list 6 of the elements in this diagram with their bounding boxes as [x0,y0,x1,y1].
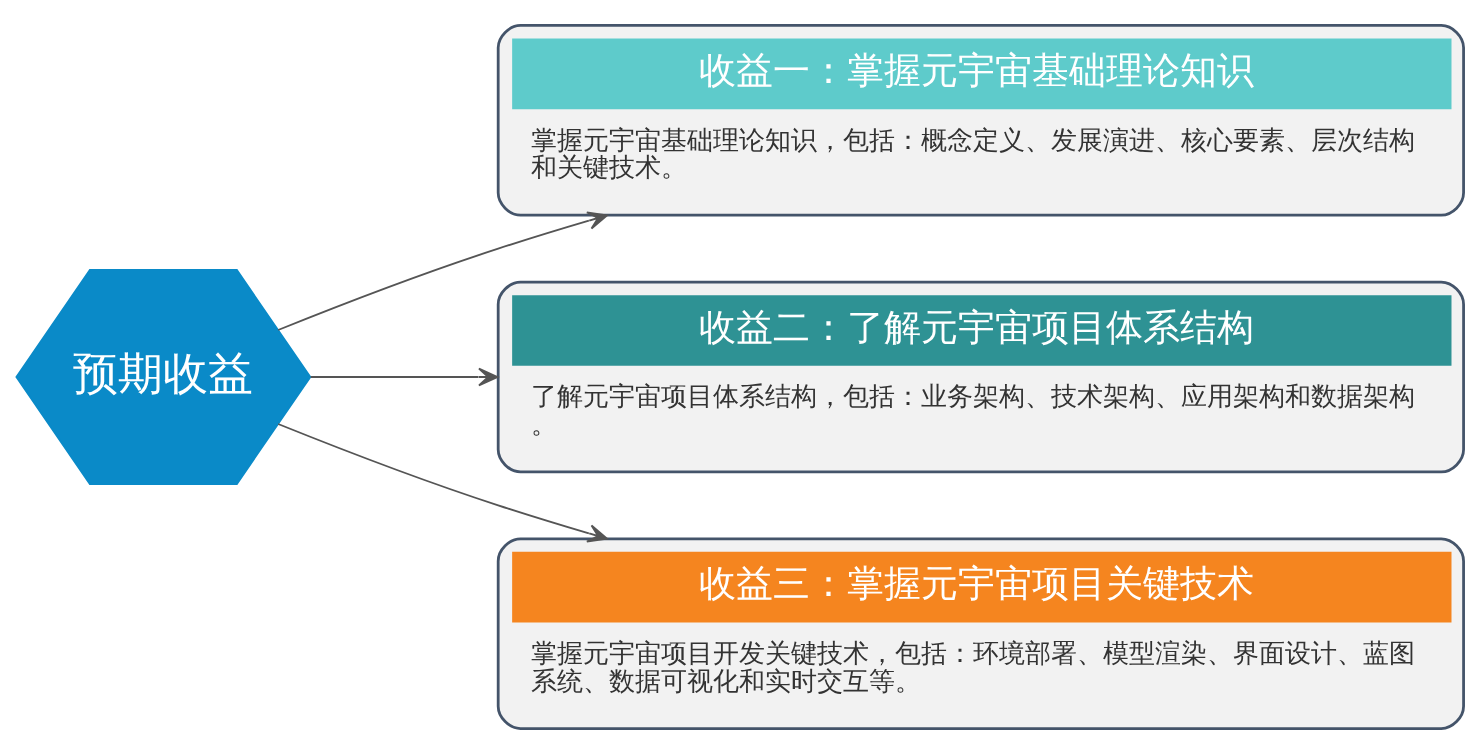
node-box: 收益二：了解元宇宙项目体系结构 了解元宇宙项目体系结构，包括：业务架构、技术架构、应用架构和数据架构。 [496,280,1465,473]
node-box: 收益三：掌握元宇宙项目关键技术 掌握元宇宙项目开发关键技术，包括：环境部署、模型渲染、界面设计、蓝图系统、数据可视化和实时交互等。 [496,536,1465,730]
arrow [277,422,608,542]
node-box: 收益一：掌握元宇宙基础理论知识 掌握元宇宙基础理论知识，包括：概念定义、发展演进、核心要素、层次结构和关键技术。 [496,23,1465,217]
arrow [309,367,499,386]
arrow [277,211,608,331]
